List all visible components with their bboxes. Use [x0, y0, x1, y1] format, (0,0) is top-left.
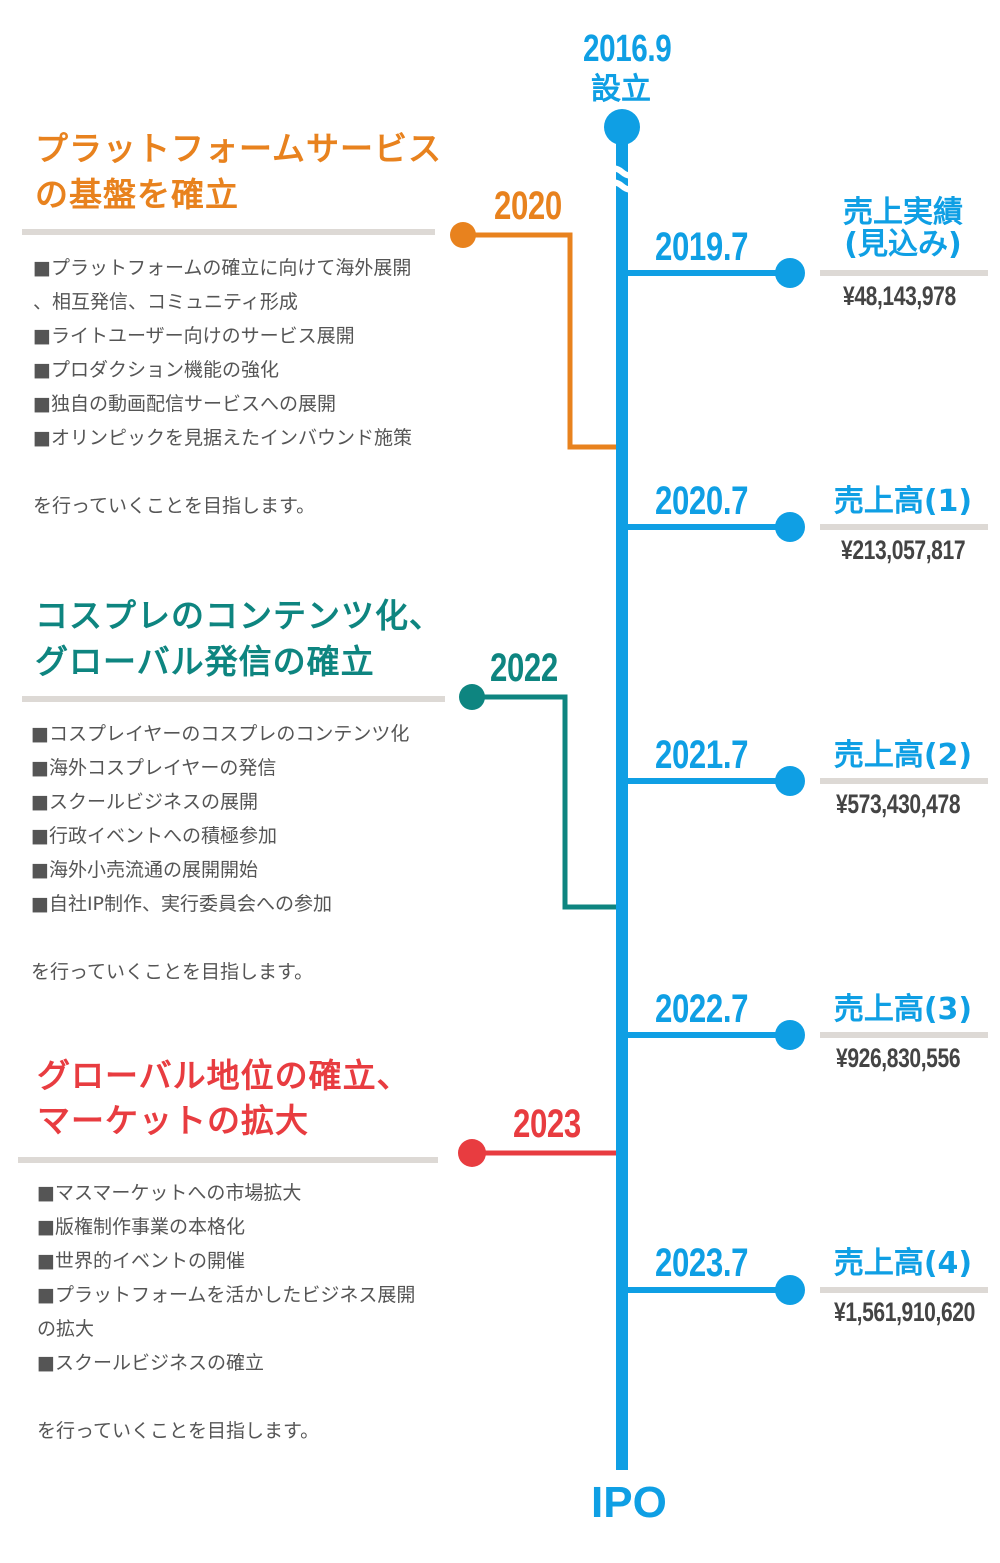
phase-items: ■マスマーケットへの市場拡大■版権制作事業の本格化■世界的イベントの開催■プラッ… [37, 1176, 415, 1448]
start-node [604, 109, 640, 145]
phase-title: コスプレのコンテンツ化、 [35, 596, 443, 635]
milestone-date: 2023.7 [655, 1241, 749, 1285]
phase-title-2: グローバル発信の確立 [35, 642, 375, 681]
phase-items: ■コスプレイヤーのコスプレのコンテンツ化■海外コスプレイヤーの発信■スクールビジ… [31, 717, 409, 989]
milestone-title: 売上高(3) [833, 992, 973, 1027]
phase-title: プラットフォームサービス [35, 129, 443, 168]
milestone-amount: ¥926,830,556 [836, 1043, 961, 1073]
phase-year: 2020 [494, 184, 562, 228]
milestone-branch [622, 1275, 805, 1305]
break-wave-icon [604, 165, 640, 193]
milestone-amount: ¥1,561,910,620 [834, 1297, 975, 1327]
milestone-title-sub: (見込み) [844, 227, 962, 262]
milestone-title: 売上実績 [843, 195, 963, 230]
milestone-date: 2019.7 [655, 225, 749, 269]
milestone-title: 売上高(1) [833, 484, 973, 519]
milestone-branch [622, 512, 805, 542]
milestone-title: 売上高(2) [833, 738, 973, 773]
phase-closing: を行っていくことを目指します。 [33, 495, 316, 517]
milestone-branch [622, 258, 805, 288]
milestone-branch [622, 1020, 805, 1050]
phase-closing: を行っていくことを目指します。 [31, 961, 314, 983]
phase-year: 2022 [490, 646, 558, 690]
start-date: 2016.9 [583, 28, 672, 70]
phase-items: ■プラットフォームの確立に向けて海外展開、相互発信、コミュニティ形成■ライトユー… [33, 251, 412, 523]
main-timeline-line [616, 140, 628, 1470]
start-label: 設立 [591, 72, 651, 107]
end-label: IPO [591, 1478, 667, 1527]
phase-connector-2020 [450, 222, 616, 450]
milestone-date: 2020.7 [655, 479, 749, 523]
milestone-amount: ¥213,057,817 [841, 535, 966, 565]
phase-year: 2023 [513, 1102, 581, 1146]
phase-title-2: の基盤を確立 [35, 175, 239, 214]
milestone-branch [622, 766, 805, 796]
phase-connector-2023 [458, 1139, 616, 1167]
milestone-amount: ¥48,143,978 [843, 281, 956, 311]
milestone-title: 売上高(4) [833, 1246, 973, 1281]
phase-title-2: マーケットの拡大 [37, 1101, 309, 1140]
phase-closing: を行っていくことを目指します。 [37, 1420, 320, 1442]
milestone-date: 2022.7 [655, 987, 749, 1031]
phase-title: グローバル地位の確立、 [37, 1056, 411, 1095]
milestone-amount: ¥573,430,478 [836, 789, 961, 819]
milestone-date: 2021.7 [655, 733, 749, 777]
phase-connector-2022 [459, 684, 616, 910]
